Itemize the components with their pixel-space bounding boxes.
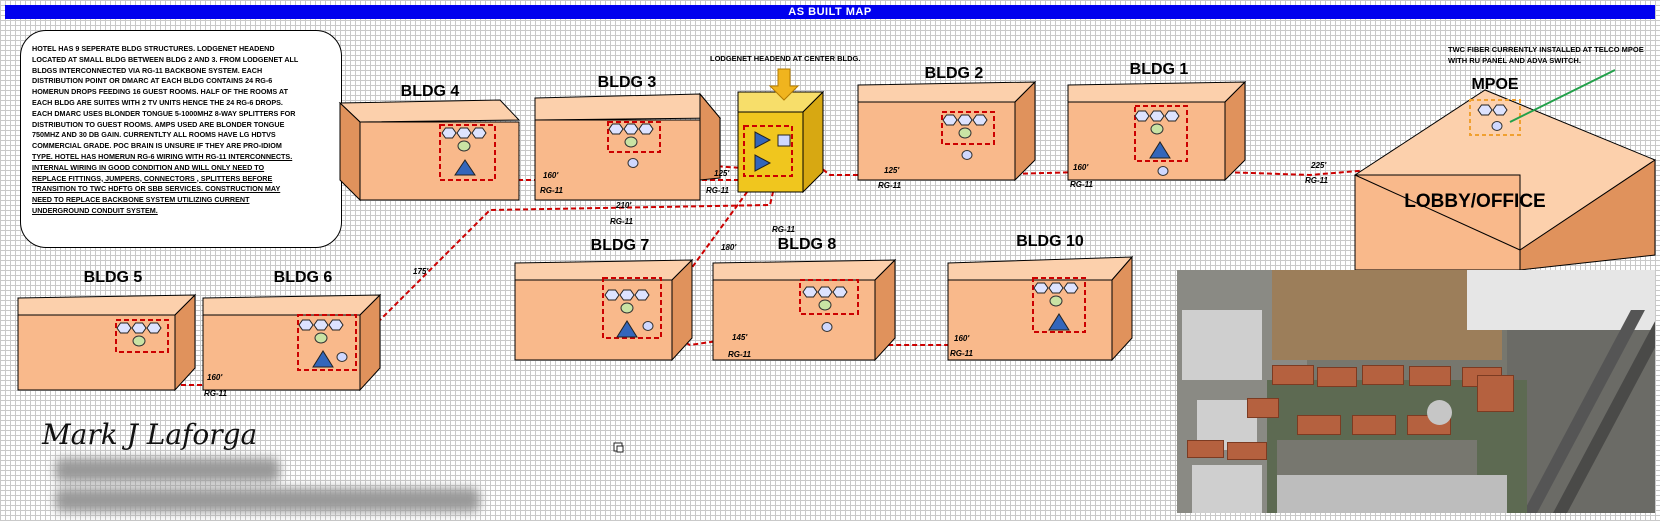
bldg6-label: BLDG 6 xyxy=(274,269,333,286)
cable-type: RG-11 xyxy=(1305,176,1329,185)
page-title: AS BUILT MAP xyxy=(5,5,1655,19)
bldg2-label: BLDG 2 xyxy=(925,65,984,82)
building-bldg8 xyxy=(712,258,897,362)
note-line: 750MHZ AND 30 DB GAIN. CURRENTLTY ALL RO… xyxy=(32,130,276,140)
note-line: DISTRIBUTION TO GUEST ROOMS. AMPS USED A… xyxy=(32,119,285,129)
cable-length: 180' xyxy=(721,243,737,252)
note-line: INTERNAL WIRING IN GOOD CONDITION AND WI… xyxy=(32,162,265,172)
twc-note-line2: WITH RU PANEL AND ADVA SWITCH. xyxy=(1448,56,1581,65)
cable-length: 210' xyxy=(615,201,632,210)
cable-headend-bldg7 xyxy=(649,139,786,326)
bldg10-label: BLDG 10 xyxy=(1016,233,1084,250)
cable-type: RG-11 xyxy=(878,181,902,190)
note-line: EACH BLDG ARE SUITES WITH 2 TV UNITS HEN… xyxy=(32,97,283,107)
note-line: HOTEL HAS 9 SEPERATE BLDG STRUCTURES. LO… xyxy=(32,44,275,53)
note-line: TYPE. HOTEL HAS HOMERUN RG-6 WIRING WITH… xyxy=(32,151,293,161)
note-line: UNDERGROUND CONDUIT SYSTEM. xyxy=(32,205,158,215)
building-bldg1 xyxy=(1067,80,1247,182)
cable-type: RG-11 xyxy=(610,217,634,226)
mpoe-label: MPOE xyxy=(1471,76,1518,93)
building-bldg3 xyxy=(534,92,722,201)
cable-length: 160' xyxy=(954,334,970,343)
note-line: REPLACE FITTINGS, JUMPERS, CONNECTORS , … xyxy=(32,173,273,183)
cable-length: 145' xyxy=(732,333,748,342)
cable-type: RG-11 xyxy=(1070,180,1094,189)
redacted-text xyxy=(55,458,280,482)
cable-type: RG-11 xyxy=(706,186,730,195)
lobby-office-label: LOBBY/OFFICE xyxy=(1404,191,1545,212)
cable-length: 125' xyxy=(714,169,730,178)
building-bldg5 xyxy=(17,293,197,392)
twc-note-line1: TWC FIBER CURRENTLY INSTALLED AT TELCO M… xyxy=(1448,45,1644,54)
cable-length: 160' xyxy=(543,171,559,180)
fiber-line xyxy=(1509,69,1616,123)
notes-callout xyxy=(20,30,342,248)
cable-length: 125' xyxy=(884,166,900,175)
building-bldg6 xyxy=(202,293,382,392)
note-line: LOCATED AT SMALL BLDG BETWEEN BLDG 2 AND… xyxy=(32,54,299,64)
bldg1-label: BLDG 1 xyxy=(1130,61,1189,78)
signature: Mark J Laforga xyxy=(42,418,258,451)
cable-length: 160' xyxy=(1073,163,1089,172)
note-line: COMMERCIAL GRADE. POC BRAIN IS UNSURE IF… xyxy=(32,141,282,151)
cable-length: 175' xyxy=(413,267,429,276)
note-line: BLDGS INTERCONNECTED VIA RG-11 BACKBONE … xyxy=(32,65,263,75)
cable-type: RG-11 xyxy=(728,350,752,359)
cable-length: 160' xyxy=(207,373,223,382)
note-line: TRANSITION TO TWC HDFTG OR SBB SERVICES.… xyxy=(32,184,281,194)
headend-label: LODGENET HEADEND AT CENTER BLDG. xyxy=(710,54,860,63)
notes-text: HOTEL HAS 9 SEPERATE BLDG STRUCTURES. LO… xyxy=(32,44,332,217)
bldg7-label: BLDG 7 xyxy=(591,237,650,254)
aerial-photo xyxy=(1177,270,1655,513)
bldg8-label: BLDG 8 xyxy=(778,236,837,253)
bldg5-label: BLDG 5 xyxy=(84,269,143,286)
building-bldg10 xyxy=(947,255,1134,362)
cable-type: RG-11 xyxy=(772,225,796,234)
cable-type: RG-11 xyxy=(540,186,564,195)
note-line: EACH DMARC USES BLONDER TONGUE 5-1000MHZ… xyxy=(32,108,296,118)
bldg4-label: BLDG 4 xyxy=(401,83,460,100)
headend-arrow xyxy=(768,68,800,101)
note-line: NEED TO REPLACE BACKBONE SYSTEM UTILIZIN… xyxy=(32,195,250,205)
cable-type: RG-11 xyxy=(204,389,228,398)
cable-bldg1-mpoe xyxy=(1162,167,1401,177)
lodgenet-headend xyxy=(737,68,825,194)
small-grid-icon xyxy=(613,442,624,453)
cable-length: 225' xyxy=(1310,161,1327,170)
building-bldg7 xyxy=(514,258,694,362)
note-line: HOMERUN DROPS FEEDING 16 GUEST ROOMS. HA… xyxy=(32,87,288,97)
building-bldg2 xyxy=(857,80,1037,182)
building-bldg4 xyxy=(338,99,521,202)
bldg3-label: BLDG 3 xyxy=(598,74,657,91)
building-lobby-office xyxy=(1353,69,1657,271)
redacted-text xyxy=(55,488,480,512)
note-line: DISTRIBUTION POINT OR DMARC AT EACH BLDG… xyxy=(32,76,273,86)
cable-type: RG-11 xyxy=(950,349,974,358)
